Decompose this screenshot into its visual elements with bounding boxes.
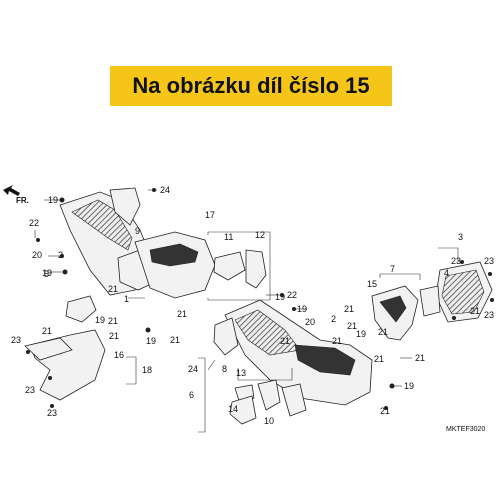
- round-cover-3-drawing: [435, 261, 493, 323]
- group-bracket-7: [379, 273, 421, 280]
- callout-21-f: 21: [42, 326, 52, 336]
- callout-19-e: 19: [297, 304, 307, 314]
- group-bracket-13: [237, 368, 293, 381]
- callout-21-a: 21: [108, 284, 118, 294]
- callout-4: 4: [444, 268, 449, 278]
- callout-21-g: 21: [347, 321, 357, 331]
- callout-12-top: 12: [255, 230, 265, 240]
- callout-24-b: 24: [188, 364, 198, 374]
- callout-14: 14: [228, 404, 238, 414]
- callout-2-right: 2: [331, 314, 336, 324]
- callout-19-d: 19: [146, 336, 156, 346]
- callout-21-b: 21: [108, 316, 118, 326]
- callout-19-b: 19: [42, 268, 52, 278]
- side-panel-16-drawing: [29, 329, 106, 401]
- callout-18: 18: [142, 365, 152, 375]
- group-bracket-18: [126, 356, 137, 385]
- callout-23-b: 23: [25, 385, 35, 395]
- callout-5: 5: [44, 269, 49, 279]
- part-5-drawing: [65, 295, 97, 323]
- callout-19-f: 19: [356, 329, 366, 339]
- callout-21-m: 21: [470, 306, 480, 316]
- diagram-code: MKTEF3020: [446, 426, 485, 433]
- part-11-drawing: [213, 251, 246, 281]
- callout-23-c: 23: [47, 408, 57, 418]
- callout-22-a: 22: [29, 218, 39, 228]
- callout-15: 15: [367, 279, 377, 289]
- callout-23-f: 23: [484, 310, 494, 320]
- callout-19-a: 19: [48, 195, 58, 205]
- callout-16: 16: [114, 350, 124, 360]
- callout-7: 7: [390, 264, 395, 274]
- callout-23-d: 23: [451, 256, 461, 266]
- part-10-drawing: [257, 379, 281, 411]
- group-bracket-17: [207, 231, 271, 301]
- callout-20-a: 20: [32, 250, 42, 260]
- group-bracket-3: [438, 247, 459, 262]
- callout-3: 3: [458, 232, 463, 242]
- callout-21-i: 21: [332, 336, 342, 346]
- callout-22-b: 22: [287, 290, 297, 300]
- callout-19-h: 19: [275, 292, 285, 302]
- callout-20-b: 20: [305, 317, 315, 327]
- callout-19-g: 19: [404, 381, 414, 391]
- callout-10: 10: [264, 416, 274, 426]
- callout-21-j: 21: [378, 327, 388, 337]
- side-cover-15-detail-drawing: [379, 295, 407, 323]
- callout-23-e: 23: [484, 256, 494, 266]
- inner-cover-vent-drawing: [149, 243, 199, 267]
- callout-9: 9: [135, 226, 140, 236]
- callout-21-o: 21: [344, 304, 354, 314]
- callout-19-c: 19: [95, 315, 105, 325]
- part-number-banner: Na obrázku díl číslo 15: [110, 66, 392, 106]
- callout-21-l: 21: [415, 353, 425, 363]
- callout-labels: 1 2 2 3 4 5 6 7 8 9 10 11 12 13 14 15 16…: [11, 185, 494, 426]
- callout-21-e: 21: [177, 309, 187, 319]
- callout-11: 11: [224, 232, 233, 242]
- callout-17: 17: [205, 210, 215, 220]
- callout-1: 1: [124, 294, 129, 304]
- callout-21-d: 21: [170, 335, 180, 345]
- leader-lines: [34, 189, 412, 387]
- callout-21-n: 21: [380, 406, 390, 416]
- callout-2-left: 2: [58, 250, 63, 260]
- group-bracket-6: [198, 357, 206, 433]
- callout-23-a: 23: [11, 335, 21, 345]
- callout-24-a: 24: [160, 185, 170, 195]
- callout-21-c: 21: [109, 331, 119, 341]
- callout-21-k: 21: [374, 354, 384, 364]
- side-panel-edge-drawing: [24, 337, 73, 361]
- banner-text: Na obrázku díl číslo 15: [132, 73, 370, 98]
- front-direction-arrow-icon: [3, 185, 20, 196]
- bracket-9-drawing: [109, 187, 141, 226]
- fasteners: [26, 188, 494, 410]
- callout-21-h: 21: [280, 336, 290, 346]
- callout-8: 8: [222, 364, 227, 374]
- callout-6: 6: [189, 390, 194, 400]
- right-middle-cowl-drawing: [213, 299, 373, 406]
- part-14-drawing: [229, 395, 257, 425]
- part-12-drawing: [245, 249, 267, 289]
- front-direction-label: FR.: [16, 196, 29, 205]
- callout-13: 13: [236, 368, 246, 378]
- part-12b-drawing: [281, 383, 307, 417]
- round-cover-4-drawing: [419, 285, 441, 317]
